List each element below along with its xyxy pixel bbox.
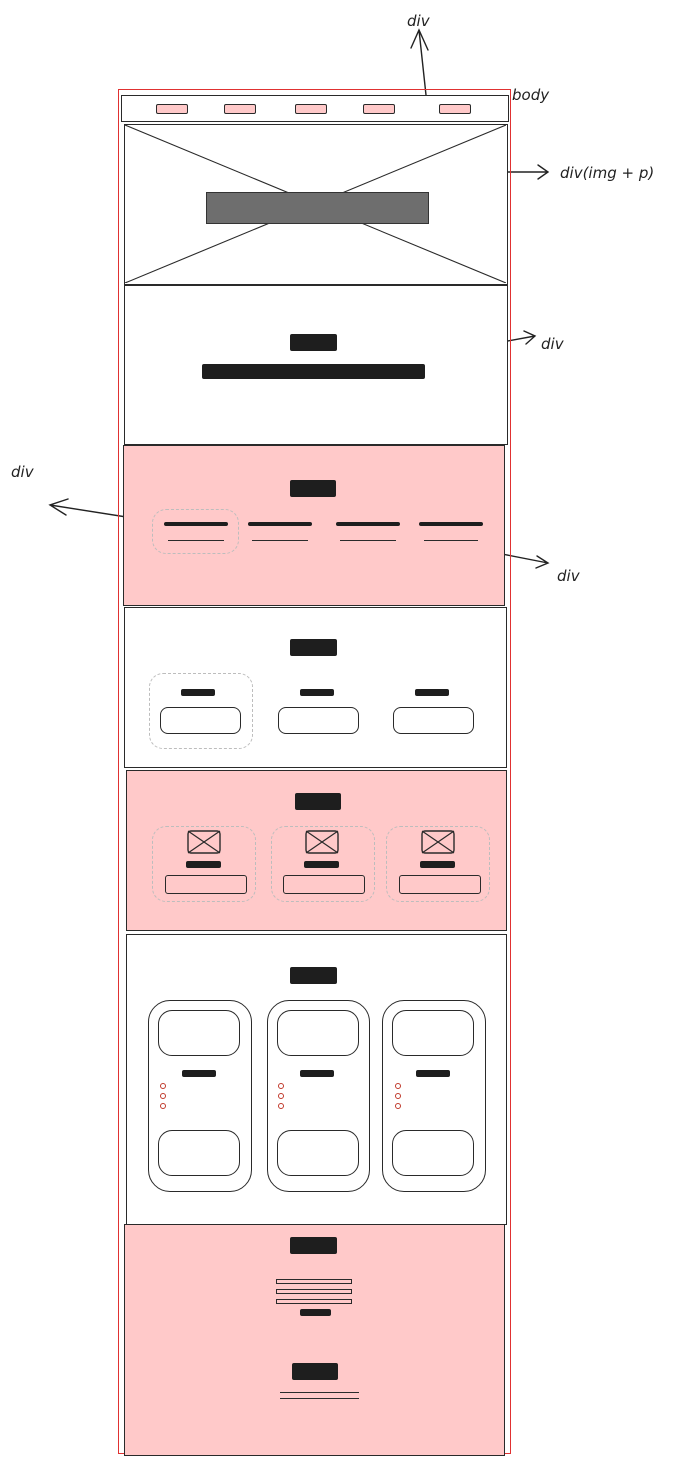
- product-image-top: [277, 1010, 359, 1056]
- form-line[interactable]: [276, 1289, 352, 1294]
- about-heading: [290, 334, 337, 351]
- annotation-top-div: div: [407, 12, 430, 30]
- product-bullet: [395, 1093, 401, 1099]
- arrow-hero-div: [507, 164, 550, 180]
- product-bullet: [395, 1083, 401, 1089]
- feature-title: [164, 522, 228, 526]
- product-card[interactable]: [382, 1000, 486, 1192]
- feature-desc: [424, 540, 478, 542]
- feature-item-highlight: [152, 509, 239, 554]
- feature-desc: [168, 540, 224, 542]
- form-line[interactable]: [276, 1279, 352, 1284]
- product-bullet: [395, 1103, 401, 1109]
- product-card[interactable]: [148, 1000, 252, 1192]
- feature-desc: [340, 540, 396, 542]
- arrow-features-div: [501, 553, 550, 569]
- nav-item[interactable]: [224, 104, 256, 114]
- product-bullet: [278, 1093, 284, 1099]
- gallery-section: [126, 770, 507, 931]
- product-title: [182, 1070, 216, 1077]
- gallery-heading: [295, 793, 341, 810]
- form-line[interactable]: [276, 1299, 352, 1304]
- feature-title: [248, 522, 312, 526]
- pricing-button[interactable]: [160, 707, 241, 734]
- products-section: [126, 934, 507, 1225]
- product-bullet: [278, 1103, 284, 1109]
- pricing-heading: [290, 639, 337, 656]
- gallery-caption: [186, 861, 221, 868]
- about-text: [202, 364, 425, 379]
- nav-item[interactable]: [156, 104, 188, 114]
- gallery-caption: [304, 861, 339, 868]
- product-image-top: [158, 1010, 240, 1056]
- feature-title: [419, 522, 483, 526]
- product-bullet: [160, 1093, 166, 1099]
- features-heading: [290, 480, 336, 497]
- product-bullet: [160, 1083, 166, 1089]
- gallery-item: [271, 826, 375, 902]
- pricing-button[interactable]: [393, 707, 474, 734]
- product-image-bottom: [392, 1130, 474, 1176]
- arrow-top-div: [410, 28, 429, 96]
- product-card[interactable]: [267, 1000, 370, 1192]
- pricing-item-highlight: [149, 673, 253, 749]
- gallery-button[interactable]: [399, 875, 481, 894]
- pricing-button[interactable]: [278, 707, 359, 734]
- about-section: [124, 285, 508, 445]
- footer-heading: [290, 1237, 337, 1254]
- annotation-features-div: div: [557, 567, 580, 585]
- product-bullet: [278, 1083, 284, 1089]
- features-section: [123, 445, 505, 606]
- hero-text-bar: [206, 192, 429, 224]
- annotation-body: body: [512, 86, 550, 104]
- feature-title: [336, 522, 400, 526]
- footer-subheading: [292, 1363, 338, 1380]
- pricing-title: [181, 689, 215, 696]
- hero-section: [124, 124, 508, 285]
- form-submit[interactable]: [300, 1309, 331, 1316]
- footer-text: [280, 1398, 359, 1400]
- product-title: [300, 1070, 334, 1077]
- product-title: [416, 1070, 450, 1077]
- gallery-button[interactable]: [165, 875, 247, 894]
- gallery-button[interactable]: [283, 875, 365, 894]
- footer-section: [124, 1224, 505, 1456]
- nav-item[interactable]: [439, 104, 471, 114]
- annotation-hero-div: div(img + p): [560, 164, 655, 182]
- nav-item[interactable]: [295, 104, 327, 114]
- product-bullet: [160, 1103, 166, 1109]
- nav-item[interactable]: [363, 104, 395, 114]
- product-image-bottom: [277, 1130, 359, 1176]
- gallery-item: [152, 826, 256, 902]
- product-image-top: [392, 1010, 474, 1056]
- feature-desc: [252, 540, 308, 542]
- pricing-title: [300, 689, 334, 696]
- gallery-image-placeholder: [305, 830, 339, 854]
- annotation-left-div: div: [11, 463, 34, 481]
- footer-text: [280, 1392, 359, 1394]
- product-image-bottom: [158, 1130, 240, 1176]
- pricing-title: [415, 689, 449, 696]
- gallery-item: [386, 826, 490, 902]
- gallery-image-placeholder: [421, 830, 455, 854]
- annotation-about-div: div: [541, 335, 564, 353]
- pricing-section: [124, 607, 507, 768]
- products-heading: [290, 967, 337, 984]
- gallery-caption: [420, 861, 455, 868]
- nav-bar: [121, 95, 509, 122]
- gallery-image-placeholder: [187, 830, 221, 854]
